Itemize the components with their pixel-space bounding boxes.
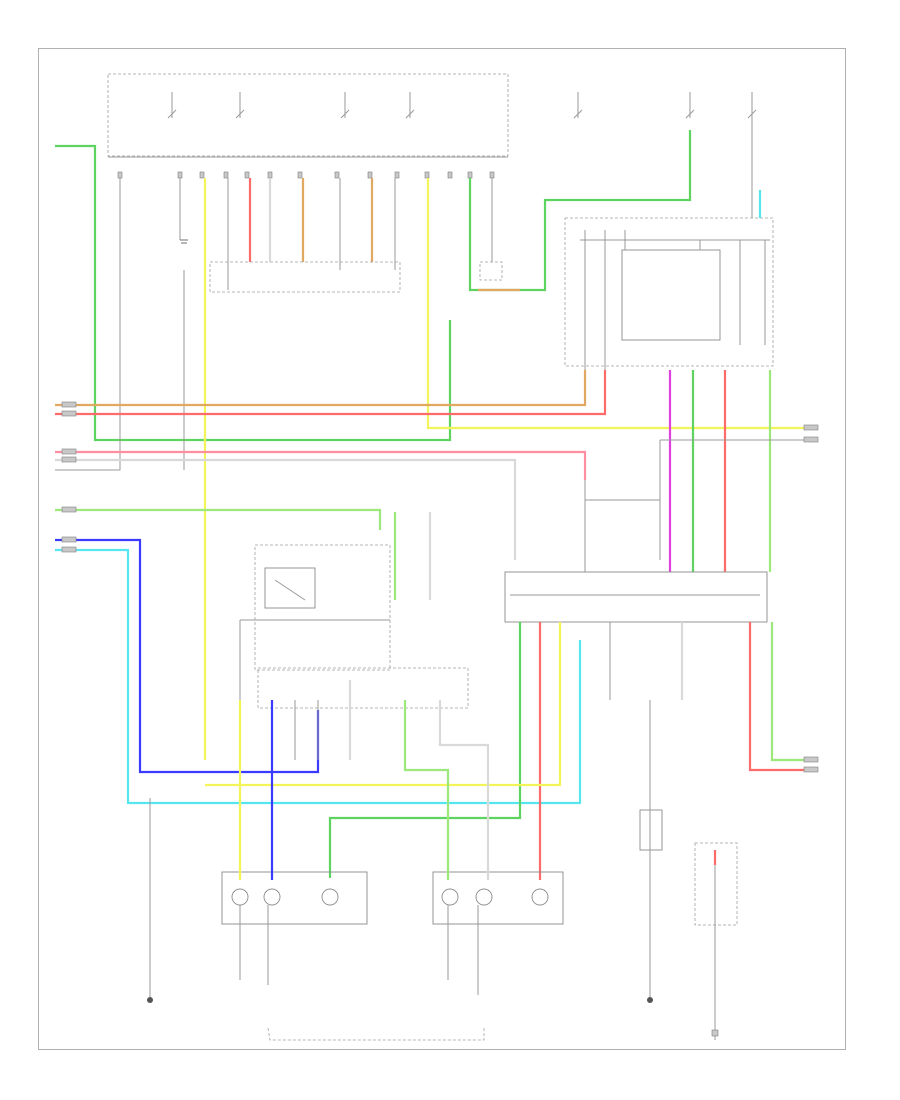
center-control-module [504, 480, 768, 623]
lower-center-wires [205, 622, 818, 880]
right-lamp-cluster [403, 700, 564, 995]
bottom-ground-link [267, 1027, 485, 1041]
lamp-left-1-icon [231, 888, 249, 906]
fuse-1-icon [167, 92, 177, 119]
lamp-left-3-icon [321, 888, 339, 906]
lamp-left-2-icon [263, 888, 281, 906]
upper-right-module [564, 118, 774, 370]
connector-pin-right-icon [711, 1029, 719, 1037]
left-bus-wires [55, 370, 607, 805]
top-connector-pins [117, 171, 495, 179]
upper-left-wires [55, 130, 818, 760]
edge-wire-tags [61, 401, 819, 773]
lamp-right-1-icon [441, 888, 459, 906]
top-fuse-row [107, 73, 757, 179]
fuse-5-icon [573, 92, 583, 119]
ground-symbol-icon [180, 239, 188, 244]
mid-left-relay-block [239, 512, 469, 709]
fuse-4-icon [405, 92, 415, 119]
diagram-frame [38, 48, 846, 1050]
left-lamp-cluster [147, 680, 368, 1003]
ground-right-icon [647, 997, 653, 1003]
lower-right-components [639, 700, 738, 1040]
right-vertical-wires [659, 370, 818, 572]
lamp-right-2-icon [475, 888, 493, 906]
ground-left-icon [147, 997, 153, 1003]
lamp-right-3-icon [531, 888, 549, 906]
fuse-2-icon [235, 92, 245, 119]
fuse-3-icon [340, 92, 350, 119]
fuse-7-icon [747, 92, 757, 119]
fuse-6-icon [685, 92, 695, 119]
